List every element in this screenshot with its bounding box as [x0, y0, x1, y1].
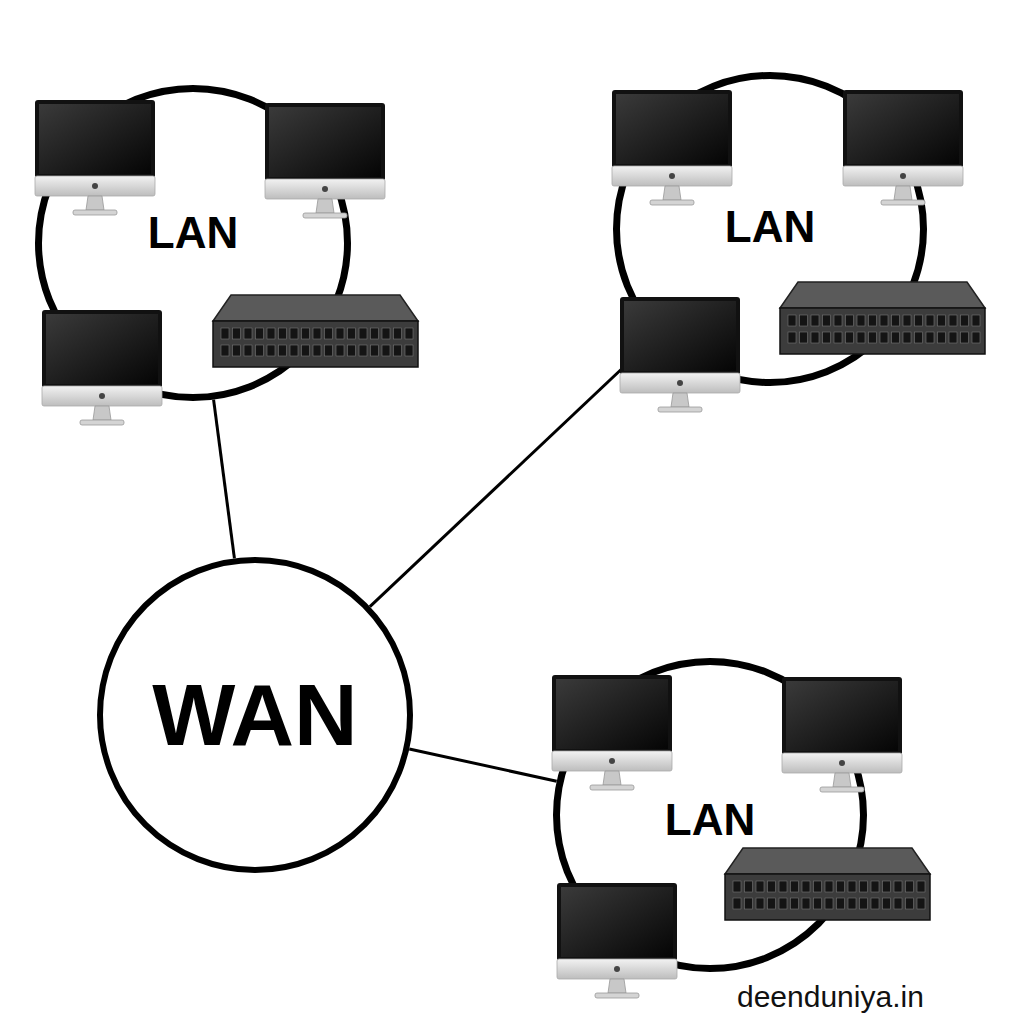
network-circle: LAN: [613, 72, 927, 386]
watermark: deenduniya.in: [737, 982, 924, 1012]
circle-ring: [100, 560, 410, 870]
circle-ring: [39, 89, 348, 398]
circle-ring: [557, 662, 864, 969]
network-link: [409, 749, 556, 781]
network-circle: LAN: [35, 85, 351, 401]
network-label: LAN: [148, 211, 238, 255]
network-circle: WAN: [97, 557, 413, 873]
network-link: [370, 337, 656, 607]
network-circle: LAN: [553, 658, 867, 972]
network-label: WAN: [152, 671, 357, 759]
network-label: LAN: [665, 798, 755, 842]
network-link: [214, 400, 235, 559]
network-label: LAN: [725, 205, 815, 249]
circle-ring: [617, 76, 924, 383]
